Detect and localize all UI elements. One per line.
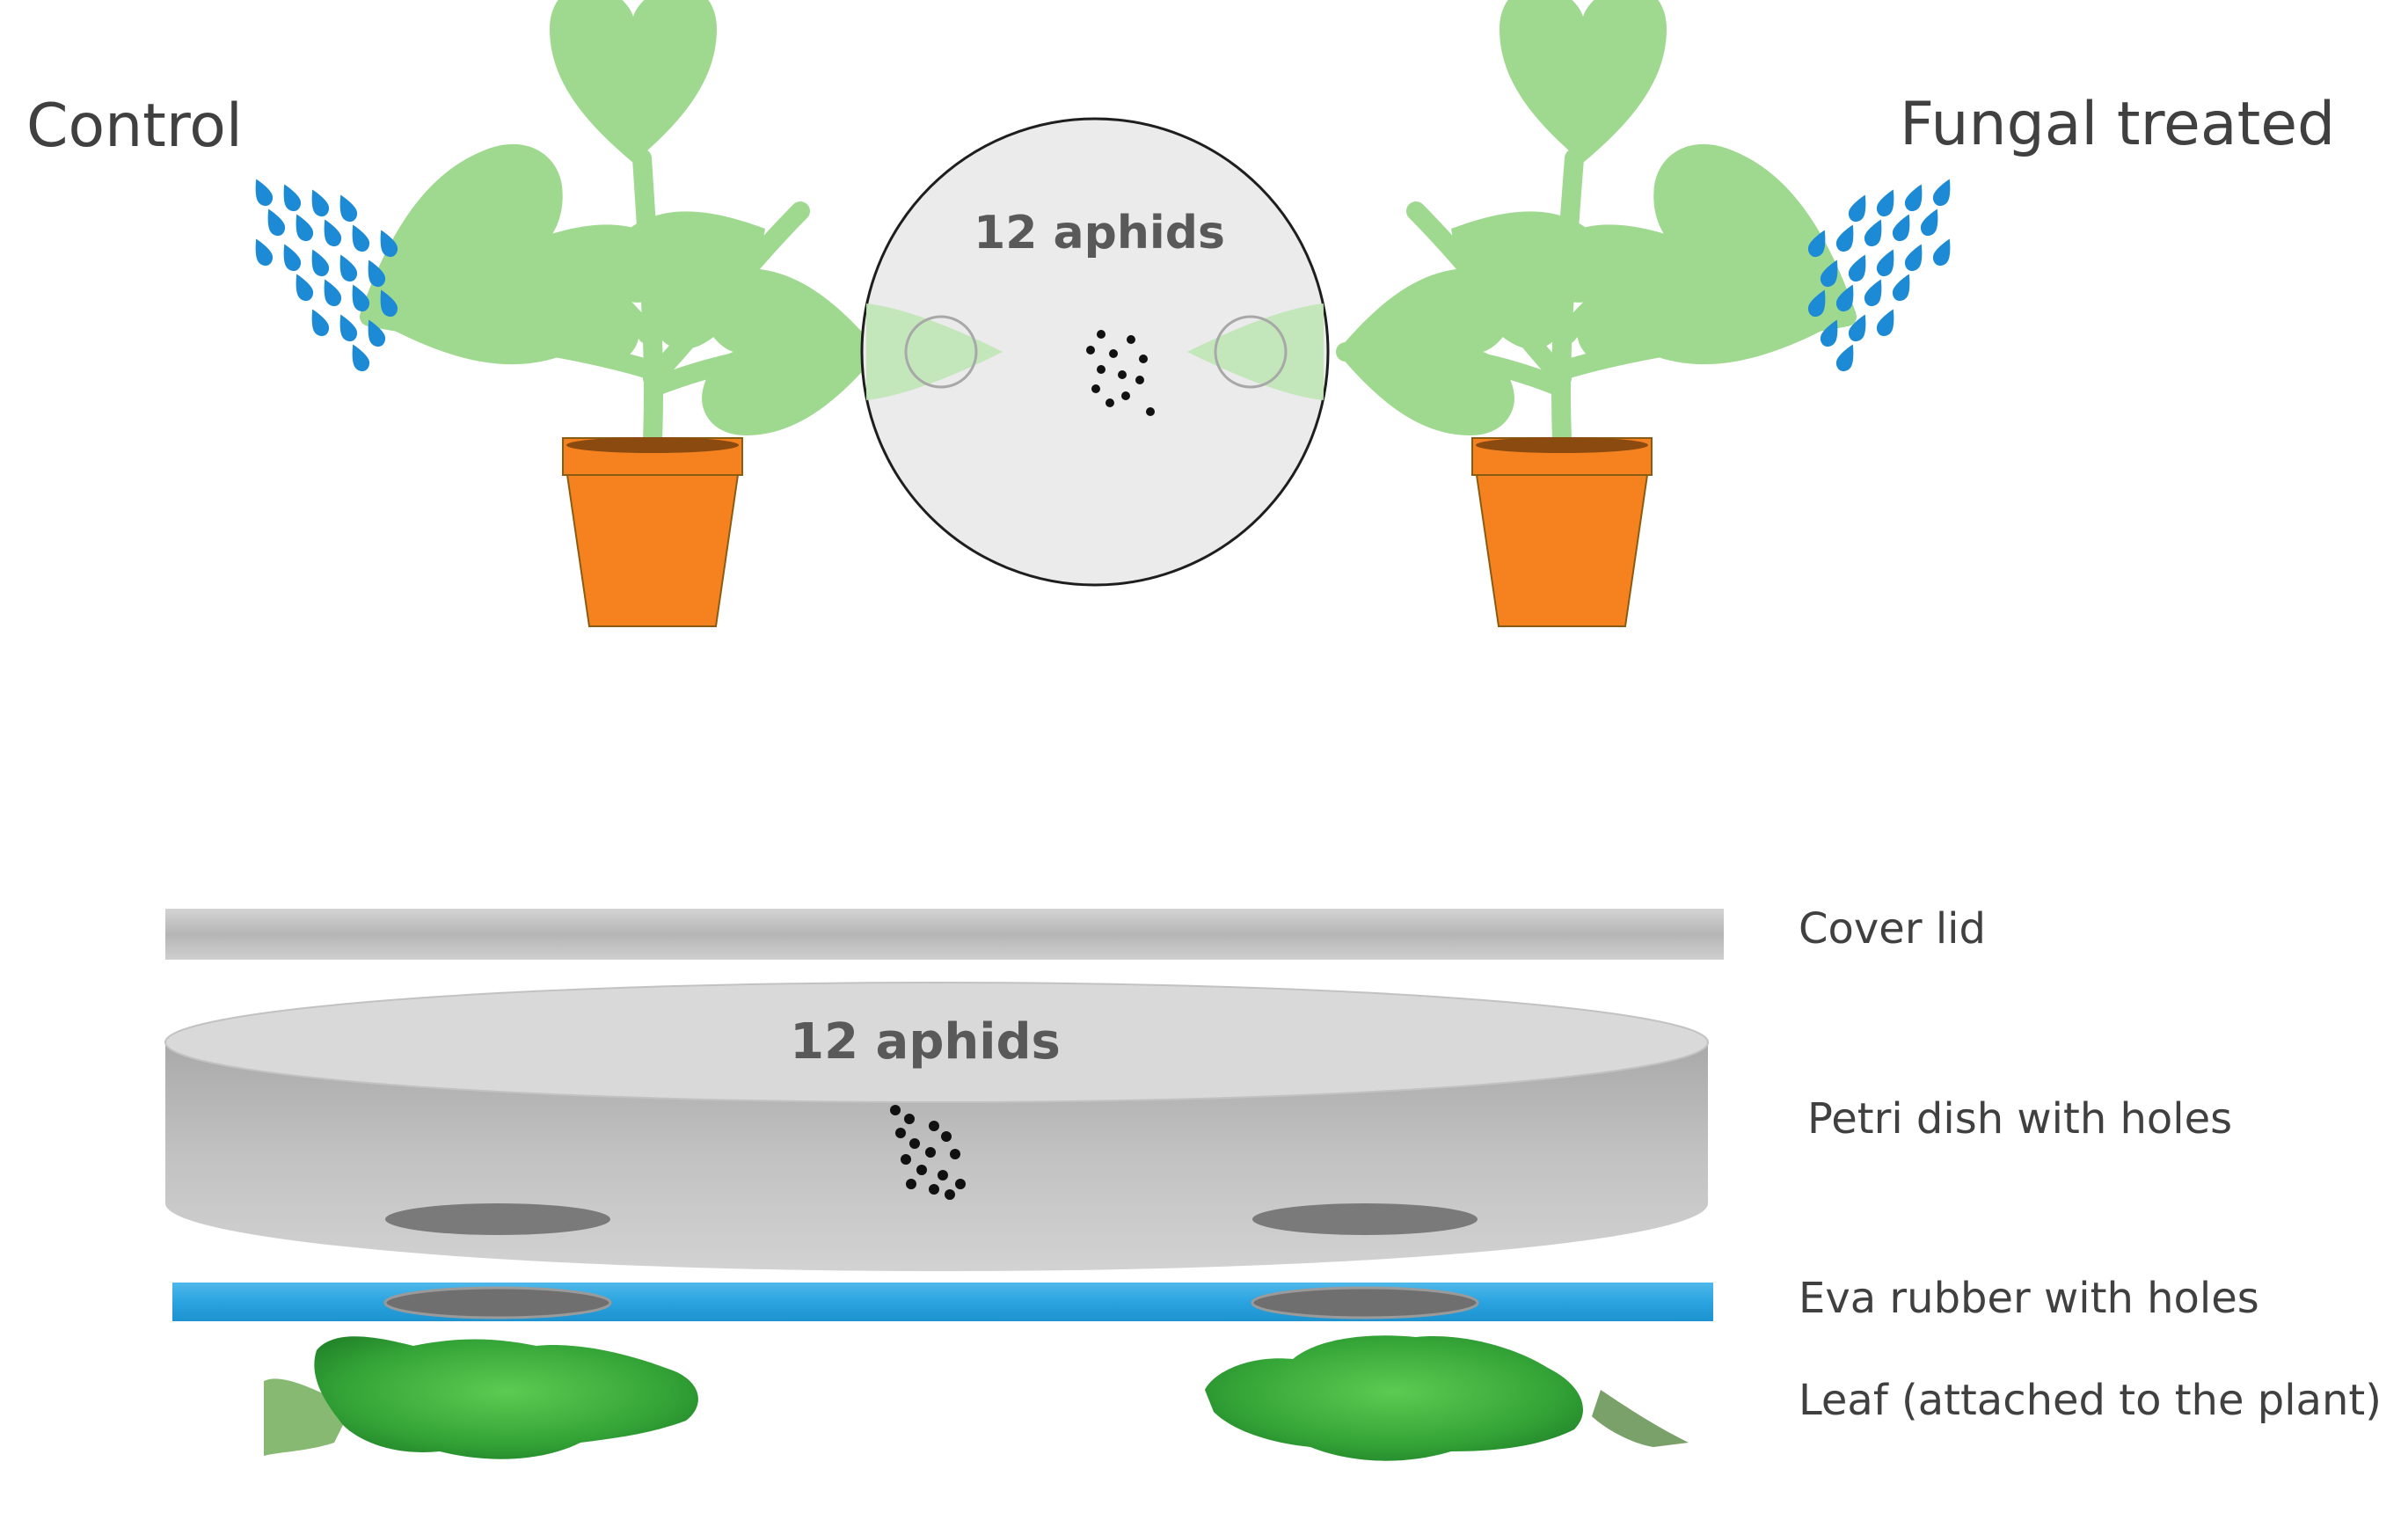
spray-drop: [261, 205, 288, 239]
aphid-dot: [945, 1189, 955, 1200]
aphid-dot: [906, 1179, 916, 1189]
aphid-dot: [901, 1154, 911, 1165]
control-label: Control: [26, 91, 243, 161]
aphid-dot: [909, 1138, 920, 1149]
spray-drop: [1861, 275, 1888, 310]
arena-aphids-label: 12 aphids: [974, 207, 1225, 259]
aphid-dot: [904, 1114, 915, 1124]
petri-hole-left: [385, 1203, 610, 1235]
spray-drop: [289, 210, 317, 245]
eva-hole-right: [1251, 1286, 1479, 1319]
aphid-dot: [929, 1121, 939, 1131]
spray-drop: [1889, 270, 1916, 304]
aphid-dot: [950, 1149, 960, 1159]
cover-lid: [165, 909, 1724, 960]
leaf-label: Leaf (attached to the plant): [1799, 1376, 2382, 1425]
leaf-left: [264, 1336, 698, 1459]
spray-drop: [346, 340, 373, 375]
aphid-dot: [925, 1147, 936, 1158]
dish-aphids-label: 12 aphids: [790, 1013, 1061, 1071]
aphid-dot: [895, 1128, 906, 1138]
aphid-dot: [1097, 365, 1105, 374]
aphid-dot: [1139, 354, 1148, 363]
aphid-dot: [1121, 391, 1130, 400]
eva-rubber: [172, 1283, 1713, 1321]
arena-aphids: [1086, 330, 1155, 416]
spray-drop: [277, 240, 304, 274]
spray-drop: [305, 186, 332, 220]
aphid-dot: [1109, 349, 1118, 358]
spray-drop: [1845, 191, 1872, 225]
control-plant: [323, 0, 880, 627]
spray-drop: [1901, 180, 1929, 215]
spray-drop: [277, 180, 304, 215]
aphid-dot: [1118, 370, 1127, 379]
aphid-dot: [890, 1105, 901, 1115]
aphid-dot: [1105, 398, 1114, 407]
spray-drop: [249, 175, 276, 209]
spray-drop: [333, 311, 361, 345]
eva-rubber-label: Eva rubber with holes: [1799, 1274, 2259, 1323]
petri-dish: 12 aphids: [164, 982, 1709, 1271]
fungal-leaf-in-arena: [1187, 303, 1324, 400]
spray-drop: [1901, 240, 1929, 274]
petri-hole-right: [1252, 1203, 1478, 1235]
aphid-dot: [1135, 376, 1144, 384]
spray-drop: [317, 216, 345, 250]
aphid-dot: [941, 1131, 952, 1142]
spray-drop: [1833, 340, 1860, 375]
aphid-dot: [1146, 407, 1155, 416]
spray-drop: [305, 305, 332, 340]
aphid-dot: [955, 1179, 966, 1189]
aphid-dot: [1086, 346, 1095, 354]
choice-arena: 12 aphids: [860, 117, 1330, 587]
aphid-dot: [1091, 384, 1100, 393]
spray-drop: [333, 251, 361, 285]
spray-drop: [346, 221, 373, 255]
spray-drop: [1873, 186, 1901, 220]
spray-drop: [1873, 305, 1901, 340]
spray-drop: [1845, 251, 1872, 285]
eva-hole-left: [383, 1286, 612, 1319]
aphid-dot: [929, 1184, 939, 1195]
spray-drop: [305, 245, 332, 280]
dish-aphids: [890, 1105, 966, 1200]
aphid-dot: [916, 1165, 927, 1175]
spray-drop: [1930, 175, 1957, 209]
spray-drop: [1930, 235, 1957, 269]
control-pot: [566, 474, 740, 627]
spray-drop: [317, 275, 345, 310]
fungal-treated-plant: [1336, 0, 1894, 627]
spray-drop: [289, 270, 317, 304]
spray-drop: [1889, 210, 1916, 245]
spray-drop: [1873, 245, 1901, 280]
control-spray-drops: [249, 175, 401, 375]
fungal-spray-drops: [1805, 175, 1957, 375]
aphid-dot: [938, 1170, 948, 1180]
spray-drop: [1917, 205, 1945, 239]
aphid-dot: [1097, 330, 1105, 339]
spray-drop: [1861, 216, 1888, 250]
petri-dish-label: Petri dish with holes: [1807, 1094, 2232, 1144]
fungal-treated-label: Fungal treated: [1900, 90, 2335, 159]
fungal-pot: [1475, 474, 1649, 627]
spray-drop: [249, 235, 276, 269]
cover-lid-label: Cover lid: [1799, 904, 1986, 954]
aphid-dot: [1127, 335, 1135, 344]
leaf-right: [1205, 1335, 1689, 1461]
spray-drop: [333, 191, 361, 225]
control-leaf-in-arena: [866, 303, 1003, 400]
spray-drop: [1833, 221, 1860, 255]
